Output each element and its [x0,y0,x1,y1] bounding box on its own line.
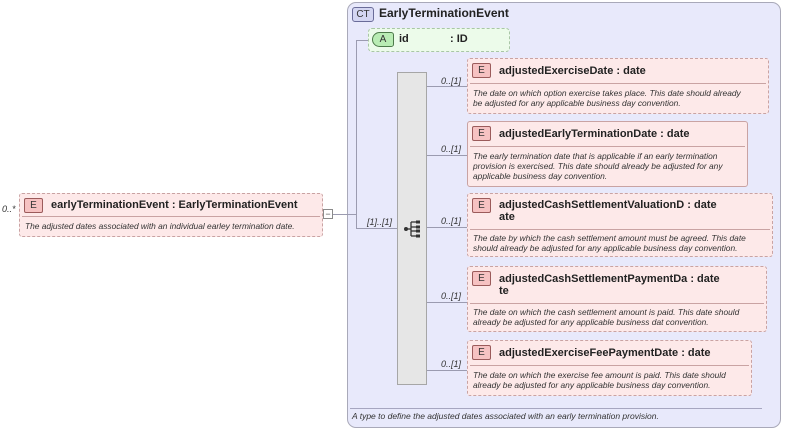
complex-type-name[interactable]: EarlyTerminationEvent [379,6,509,20]
collapse-toggle-button[interactable]: − [323,209,333,219]
element-divider [470,303,764,304]
connector-el-5 [427,370,467,371]
element-box-adjusted-early-termination-date[interactable] [467,121,748,187]
element-title: adjustedExerciseDate : date [499,65,646,77]
element-title: adjustedCashSettlementValuationD : date [499,199,717,211]
element-divider [470,83,766,84]
element-title: adjustedCashSettlementPaymentDa : date [499,273,720,285]
element-divider [470,146,745,147]
element-doc-line: The date by which the cash settlement am… [473,233,746,243]
connector-sequence [356,228,398,229]
connector-el-1 [427,86,467,87]
element-doc-line: should already be adjusted for any appli… [473,243,738,253]
element-badge: E [24,198,43,213]
element-box-adjusted-cash-settlement-valuation-date[interactable] [467,193,773,257]
sequence-occurrence: [1]..[1] [367,217,393,227]
element-doc-line: The date on which the cash settlement am… [473,307,740,317]
connector-el-4 [427,302,467,303]
connector-el-3 [427,227,467,228]
root-element-title: earlyTerminationEvent : EarlyTermination… [51,199,298,211]
root-element-box[interactable] [19,193,323,237]
element-box-adjusted-exercise-date[interactable] [467,58,769,114]
connector-el-2 [427,155,467,156]
element-occurrence: 0..[1] [441,359,462,369]
attribute-badge: A [372,32,394,47]
element-doc-line: The date on which option exercise takes … [473,88,741,98]
element-badge: E [472,198,491,213]
connector-ct-trunk [356,40,357,229]
element-badge: E [472,63,491,78]
element-occurrence: 0..[1] [441,76,462,86]
element-doc-line: The early termination date that is appli… [473,151,718,161]
connector-attribute [356,40,370,41]
element-occurrence: 0..[1] [441,144,462,154]
complex-type-doc: A type to define the adjusted dates asso… [352,411,659,421]
complex-type-divider [350,408,762,409]
element-divider [470,365,749,366]
element-badge: E [472,271,491,286]
sequence-icon [404,220,420,238]
element-title: adjustedExerciseFeePaymentDate : date [499,347,711,359]
complex-type-badge: CT [352,7,374,22]
attribute-name: id [399,33,409,45]
element-occurrence: 0..[1] [441,216,462,226]
element-title-continuation: ate [499,211,515,223]
attribute-type: : ID [450,33,468,45]
element-doc-line: The date on which the exercise fee amoun… [473,370,726,380]
element-doc-line: provision is exercised. This date should… [473,161,723,171]
root-occurrence: 0..* [2,204,16,214]
root-element-doc: The adjusted dates associated with an in… [25,221,295,231]
sequence-compositor[interactable] [397,72,427,385]
element-title: adjustedEarlyTerminationDate : date [499,128,690,140]
element-occurrence: 0..[1] [441,291,462,301]
element-badge: E [472,126,491,141]
element-doc-line: already be adjusted for any applicable b… [473,317,709,327]
root-element-divider [22,216,320,217]
element-doc-line: be adjusted for any applicable business … [473,98,681,108]
element-doc-line: applicable business day convention. [473,171,608,181]
element-title-continuation: te [499,285,509,297]
element-doc-line: already be adjusted for any applicable b… [473,380,711,390]
element-badge: E [472,345,491,360]
element-divider [470,229,770,230]
connector-root-to-ct [332,214,356,215]
element-box-adjusted-exercise-fee-payment-date[interactable] [467,340,752,396]
element-box-adjusted-cash-settlement-payment-date[interactable] [467,266,767,332]
